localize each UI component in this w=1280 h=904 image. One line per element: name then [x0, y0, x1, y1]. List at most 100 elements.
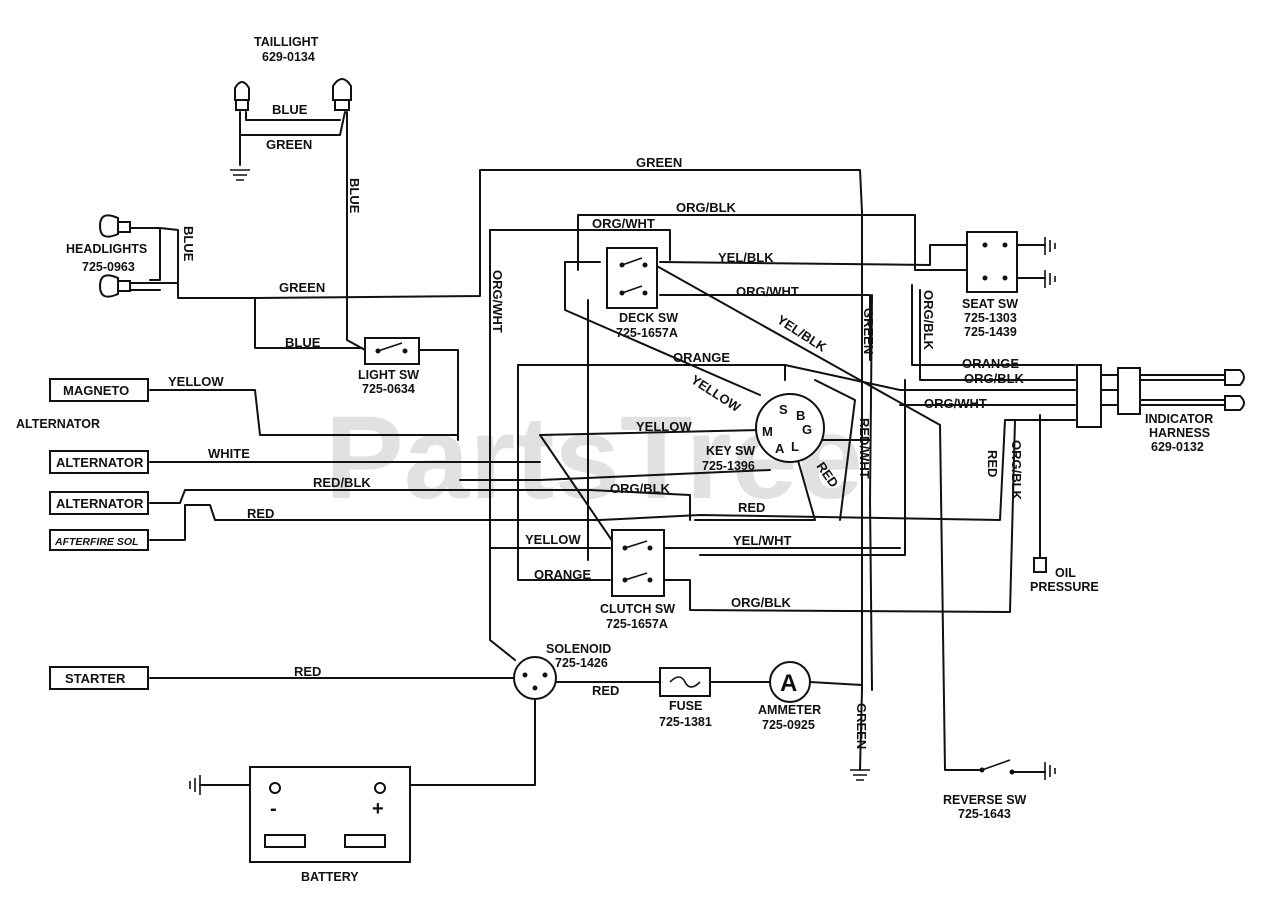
solenoid — [513, 656, 557, 700]
seat-switch-pn-2: 725-1439 — [964, 325, 1017, 339]
key-terminals: S B M G A L — [762, 402, 812, 456]
taillight-bulb-icon — [234, 81, 250, 111]
light-switch-label: LIGHT SW — [358, 368, 419, 382]
wire-label: GREEN — [279, 280, 325, 295]
key-terminal-m: M — [762, 424, 773, 439]
connector-alternator-label: ALTERNATOR — [56, 455, 144, 470]
reverse-switch — [979, 759, 1046, 775]
wire-label: GREEN — [636, 155, 682, 170]
connector-afterfire-label: AFTERFIRE SOL — [54, 536, 138, 548]
wire-label: RED — [247, 506, 274, 521]
wires — [129, 111, 1226, 786]
ground-icon — [189, 775, 201, 795]
deck-switch — [606, 247, 658, 309]
reverse-switch-pn: 725-1643 — [958, 807, 1011, 821]
ammeter-pn: 725-0925 — [762, 718, 815, 732]
reverse-switch-label: REVERSE SW — [943, 793, 1027, 807]
wire-labels: BLUE GREEN BLUE BLUE GREEN BLUE GREEN OR… — [168, 102, 1025, 749]
wire-label: RED — [294, 664, 321, 679]
deck-switch-pn: 725-1657A — [616, 326, 678, 340]
key-terminal-l: L — [791, 439, 799, 454]
wire-label: RED/BLK — [313, 475, 371, 490]
battery-label: BATTERY — [301, 870, 359, 884]
fuse-pn: 725-1381 — [659, 715, 712, 729]
connector-alternator-label: ALTERNATOR — [56, 496, 144, 511]
oil-pressure-label-2: PRESSURE — [1030, 580, 1099, 594]
taillight-pn: 629-0134 — [262, 50, 315, 64]
wire-label: GREEN — [266, 137, 312, 152]
wire-label: BLUE — [181, 226, 196, 262]
indicator-harness-label-2: HARNESS — [1149, 426, 1210, 440]
wire-label: RED/WHT — [857, 418, 872, 479]
wire-label: ORG/WHT — [924, 396, 987, 411]
headlight-bulb-icon — [98, 274, 131, 298]
connector-afterfire-sol: AFTERFIRE SOL — [49, 529, 149, 551]
wire-label: ORG/WHT — [592, 216, 655, 231]
battery-negative-label: - — [270, 798, 277, 820]
fuse — [659, 667, 711, 697]
connector-magneto: MAGNETO — [49, 378, 149, 402]
key-switch — [755, 393, 825, 463]
clutch-switch-pn: 725-1657A — [606, 617, 668, 631]
indicator-harness-pn: 629-0132 — [1151, 440, 1204, 454]
ground-icon — [230, 169, 250, 181]
solenoid-label: SOLENOID — [546, 642, 611, 656]
key-switch-label: KEY SW — [706, 444, 755, 458]
oil-pressure-sensor — [1033, 557, 1047, 573]
wire-label: ORG/WHT — [736, 284, 799, 299]
connector-alternator-white: ALTERNATOR — [49, 450, 149, 474]
wire-label: YELLOW — [168, 374, 224, 389]
connector-starter-label: STARTER — [65, 671, 126, 686]
wire-label: BLUE — [347, 178, 362, 214]
wire-label: ORANGE — [673, 350, 730, 365]
battery-positive-label: + — [372, 798, 384, 820]
wire-label: ORG/BLK — [1009, 440, 1024, 501]
key-terminal-b: B — [796, 408, 805, 423]
wire-label: ORG/WHT — [490, 270, 505, 333]
ground-icon — [850, 769, 870, 781]
wire-label: RED — [592, 683, 619, 698]
wire-label: ORANGE — [962, 356, 1019, 371]
wire-label: ORG/BLK — [676, 200, 737, 215]
ground-icon — [1044, 270, 1056, 288]
fuse-label: FUSE — [669, 699, 702, 713]
ground-symbols — [189, 169, 1056, 795]
ammeter: A — [769, 661, 811, 703]
component-labels: TAILLIGHT 629-0134 HEADLIGHTS 725-0963 A… — [16, 35, 1213, 884]
key-terminal-g: G — [802, 422, 812, 437]
connector-magneto-label: MAGNETO — [63, 383, 129, 398]
wire-label: YEL/BLK — [718, 250, 774, 265]
key-terminal-s: S — [779, 402, 788, 417]
wire-label: ORG/BLK — [610, 481, 671, 496]
wire-label: YEL/WHT — [733, 533, 792, 548]
seat-switch-pn-1: 725-1303 — [964, 311, 1017, 325]
wire-label: ORG/BLK — [921, 290, 936, 351]
light-switch-pn: 725-0634 — [362, 382, 415, 396]
headlights-label: HEADLIGHTS — [66, 242, 147, 256]
key-switch-pn: 725-1396 — [702, 459, 755, 473]
seat-switch-label: SEAT SW — [962, 297, 1018, 311]
light-switch — [364, 337, 420, 365]
wire-label: RED — [985, 450, 1000, 477]
key-terminal-a: A — [775, 441, 785, 456]
connector-starter: STARTER — [49, 666, 149, 690]
alternator-section-label: ALTERNATOR — [16, 417, 100, 431]
wire-label: ORG/BLK — [731, 595, 792, 610]
clutch-switch — [611, 529, 665, 597]
clutch-switch-label: CLUTCH SW — [600, 602, 675, 616]
wire-label: BLUE — [285, 335, 321, 350]
battery: - + — [249, 766, 411, 863]
wire-label: RED — [738, 500, 765, 515]
wire-label: GREEN — [854, 703, 869, 749]
wire-label: WHITE — [208, 446, 250, 461]
indicator-harness-label-1: INDICATOR — [1145, 412, 1213, 426]
headlight-bulb-icon — [98, 214, 131, 238]
seat-switch — [966, 231, 1018, 293]
ground-icon — [1044, 237, 1056, 255]
wire-label: GREEN — [861, 308, 876, 354]
wire-label: BLUE — [272, 102, 308, 117]
wire-label: YELLOW — [636, 419, 692, 434]
wire-label: YELLOW — [525, 532, 581, 547]
ground-icon — [1044, 762, 1056, 780]
indicator-harness — [1076, 364, 1245, 428]
